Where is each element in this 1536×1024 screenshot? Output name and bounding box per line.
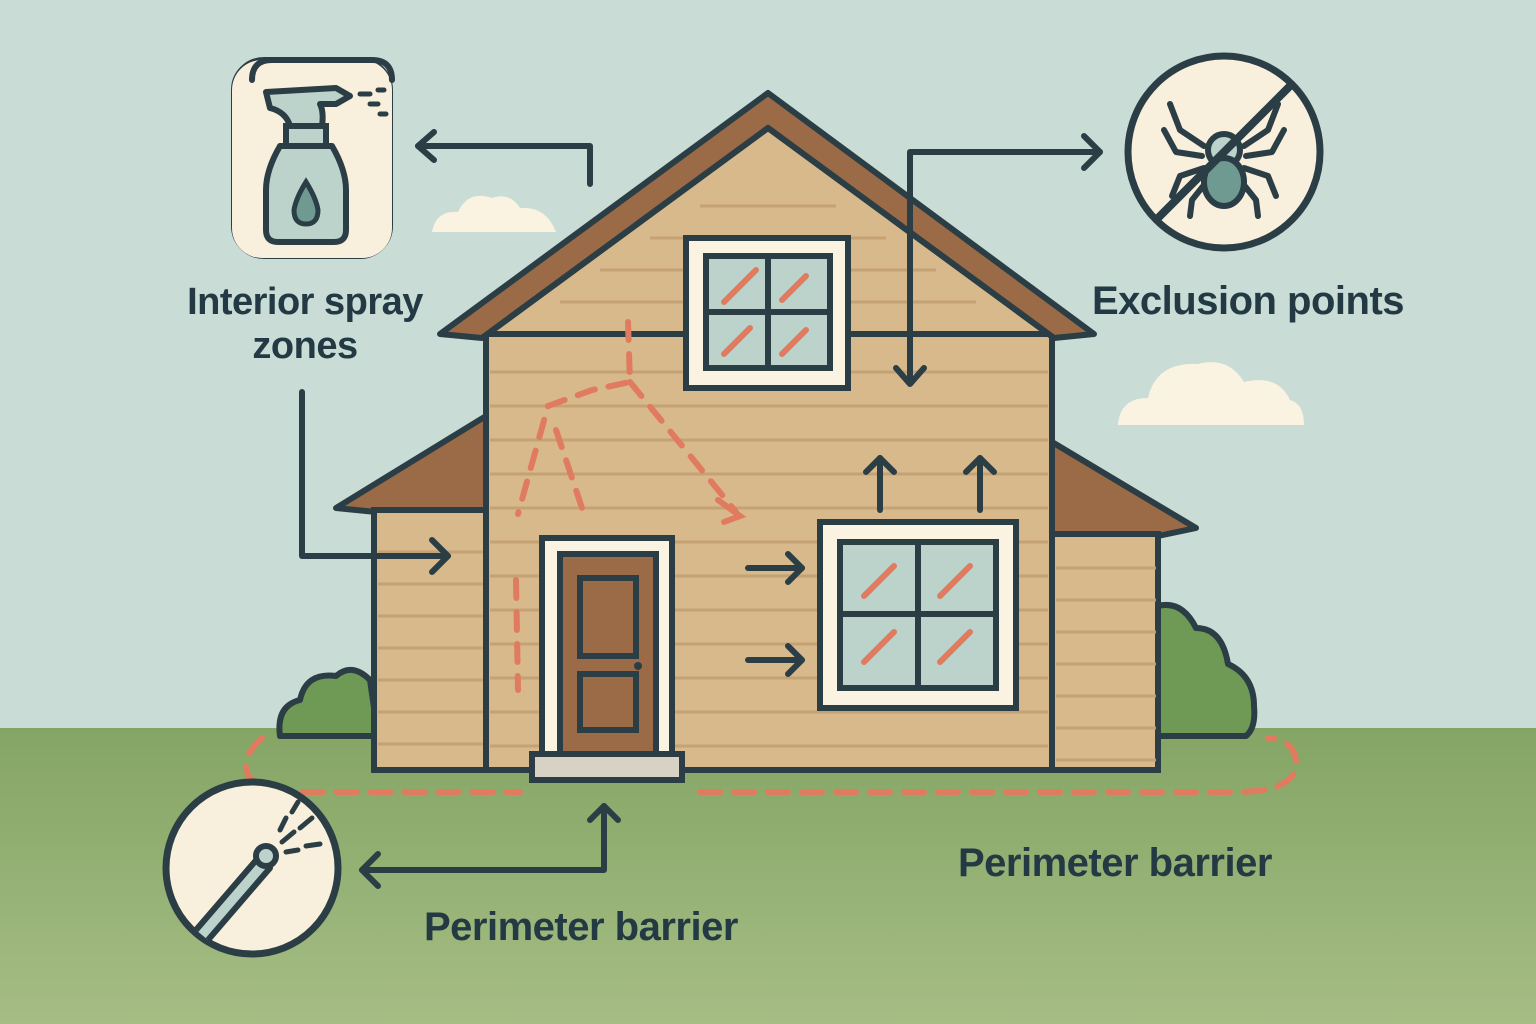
interior-spray-label: Interior spray zones	[150, 280, 460, 368]
front-door	[529, 535, 685, 783]
cloud-right	[1118, 362, 1304, 425]
right-wing	[1049, 439, 1199, 773]
arrows	[299, 129, 1103, 889]
lower-window	[817, 519, 1019, 711]
arrow-interior-to-wall	[299, 389, 451, 559]
shrub-right	[1155, 602, 1258, 739]
arrow-to-exclusion-icon	[907, 149, 1103, 385]
perimeter-barrier-label-left: Perimeter barrier	[424, 905, 738, 949]
interior-spray-label-line2: zones	[252, 325, 358, 367]
spray-bottle-icon	[231, 57, 395, 259]
interior-spray-label-line1: Interior spray	[187, 281, 423, 323]
cloud-left	[432, 195, 556, 232]
arrow-down-to-roof	[893, 365, 927, 387]
upper-window	[683, 235, 851, 391]
perimeter-barrier-label-right: Perimeter barrier	[958, 841, 1272, 885]
no-spider-icon	[1124, 52, 1324, 252]
shrub-left	[276, 667, 381, 739]
spray-wand-icon	[162, 778, 342, 958]
interior-spray-paths	[513, 319, 747, 693]
arrow-to-interior-icon	[415, 143, 593, 187]
exclusion-points-label: Exclusion points	[1092, 279, 1405, 323]
arrow-perimeter	[359, 803, 607, 873]
